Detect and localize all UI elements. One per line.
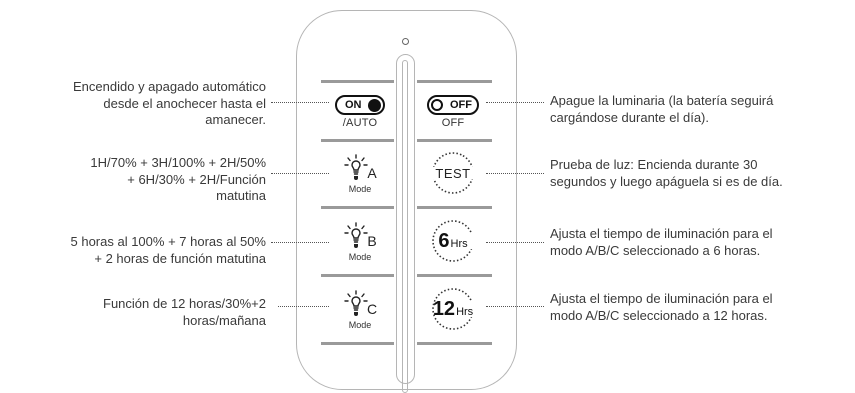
ring-dot-icon [431, 99, 443, 111]
off-button[interactable]: OFF OFF [417, 88, 489, 136]
mode-a-label: Mode [348, 183, 372, 194]
hours-unit: Hrs [450, 237, 468, 250]
row-separator [417, 274, 492, 277]
off-description: Apague la luminaria (la batería seguirá … [550, 93, 773, 126]
leader-line [278, 306, 329, 307]
desc-line: desde el anochecer hasta el [103, 95, 266, 111]
desc-line: modo A/B/C seleccionado a 6 horas. [550, 242, 761, 258]
row-separator [321, 80, 394, 83]
leader-line [486, 306, 544, 307]
test-button[interactable]: TEST [417, 143, 489, 203]
leader-line [271, 242, 329, 243]
center-divider [396, 54, 415, 393]
on-auto-label: /AUTO [342, 117, 378, 129]
desc-line: amanecer. [205, 112, 266, 127]
hours-number: 12 [432, 297, 456, 320]
row-separator [417, 342, 492, 345]
dotted-circle-icon [432, 220, 476, 262]
mode-a-button[interactable]: A Mode [326, 143, 394, 203]
desc-line: Ajusta el tiempo de iluminación para el [550, 291, 773, 306]
mode-a-description: 1H/70% + 3H/100% + 2H/50% + 6H/30% + 2H/… [90, 155, 266, 205]
mode-c-letter: C [366, 300, 378, 317]
indicator-led [402, 38, 409, 45]
desc-line: + 2 horas de función matutina [94, 250, 266, 266]
mode-a-letter: A [367, 164, 377, 181]
desc-line: + 6H/30% + 2H/Función [127, 171, 266, 187]
desc-line: Encendido y apagado automático [73, 79, 266, 94]
row-separator [417, 206, 492, 209]
desc-line: 5 horas al 100% + 7 horas al 50% [70, 234, 267, 249]
mode-b-description: 5 horas al 100% + 7 horas al 50% + 2 hor… [71, 234, 267, 267]
hours-number: 6 [438, 229, 450, 252]
on-toggle-icon: ON [335, 95, 385, 115]
desc-line: horas/mañana [182, 312, 266, 328]
desc-line: segundos y luego apáguela si es de día. [550, 173, 783, 189]
mode-b-button[interactable]: B Mode [326, 211, 394, 271]
row-separator [417, 80, 492, 83]
desc-line: cargándose durante el día). [550, 109, 709, 125]
hours-unit: Hrs [456, 305, 474, 318]
desc-line: Prueba de luz: Encienda durante 30 [550, 157, 758, 172]
desc-line: Ajusta el tiempo de iluminación para el [550, 226, 773, 241]
row-separator [321, 274, 394, 277]
mode-c-description: Función de 12 horas/30%+2 horas/mañana [103, 296, 266, 329]
desc-line: 1H/70% + 3H/100% + 2H/50% [90, 155, 266, 170]
12-hours-description: Ajusta el tiempo de iluminación para el … [550, 291, 773, 324]
desc-line: matutina [216, 188, 266, 203]
6-hours-button[interactable]: 6 Hrs [417, 211, 489, 271]
leader-line [271, 173, 329, 174]
desc-line: Función de 12 horas/30%+2 [103, 296, 266, 311]
leader-line [486, 242, 544, 243]
row-separator [321, 342, 394, 345]
leader-line [486, 102, 544, 103]
lightbulb-icon [344, 289, 368, 316]
mode-c-button[interactable]: C Mode [326, 279, 394, 339]
on-auto-description: Encendido y apagado automático desde el … [73, 79, 266, 129]
dotted-circle-icon [430, 152, 476, 194]
mode-b-letter: B [367, 232, 377, 249]
off-pill-text: OFF [450, 99, 472, 111]
filled-dot-icon [368, 98, 381, 112]
desc-line: Apague la luminaria (la batería seguirá [550, 93, 774, 108]
row-separator [321, 206, 394, 209]
on-auto-button[interactable]: ON /AUTO [326, 88, 394, 136]
12-hours-button[interactable]: 12 Hrs [417, 279, 489, 339]
leader-line [486, 173, 544, 174]
dotted-circle-icon [432, 288, 476, 330]
lightbulb-icon [344, 153, 369, 180]
desc-line: modo A/B/C seleccionado a 12 horas. [550, 307, 768, 323]
12-hours-text: 12 Hrs [433, 298, 473, 321]
mode-c-label: Mode [348, 319, 372, 330]
leader-line [271, 102, 329, 103]
test-description: Prueba de luz: Encienda durante 30 segun… [550, 157, 783, 190]
off-toggle-icon: OFF [427, 95, 479, 115]
mode-b-label: Mode [348, 251, 372, 262]
off-label: OFF [441, 117, 465, 129]
on-text: ON [345, 99, 362, 111]
test-text: TEST [435, 165, 471, 181]
6-hours-text: 6 Hrs [438, 230, 467, 253]
6-hours-description: Ajusta el tiempo de iluminación para el … [550, 226, 773, 259]
lightbulb-icon [344, 221, 369, 248]
row-separator [417, 139, 492, 142]
row-separator [321, 139, 394, 142]
